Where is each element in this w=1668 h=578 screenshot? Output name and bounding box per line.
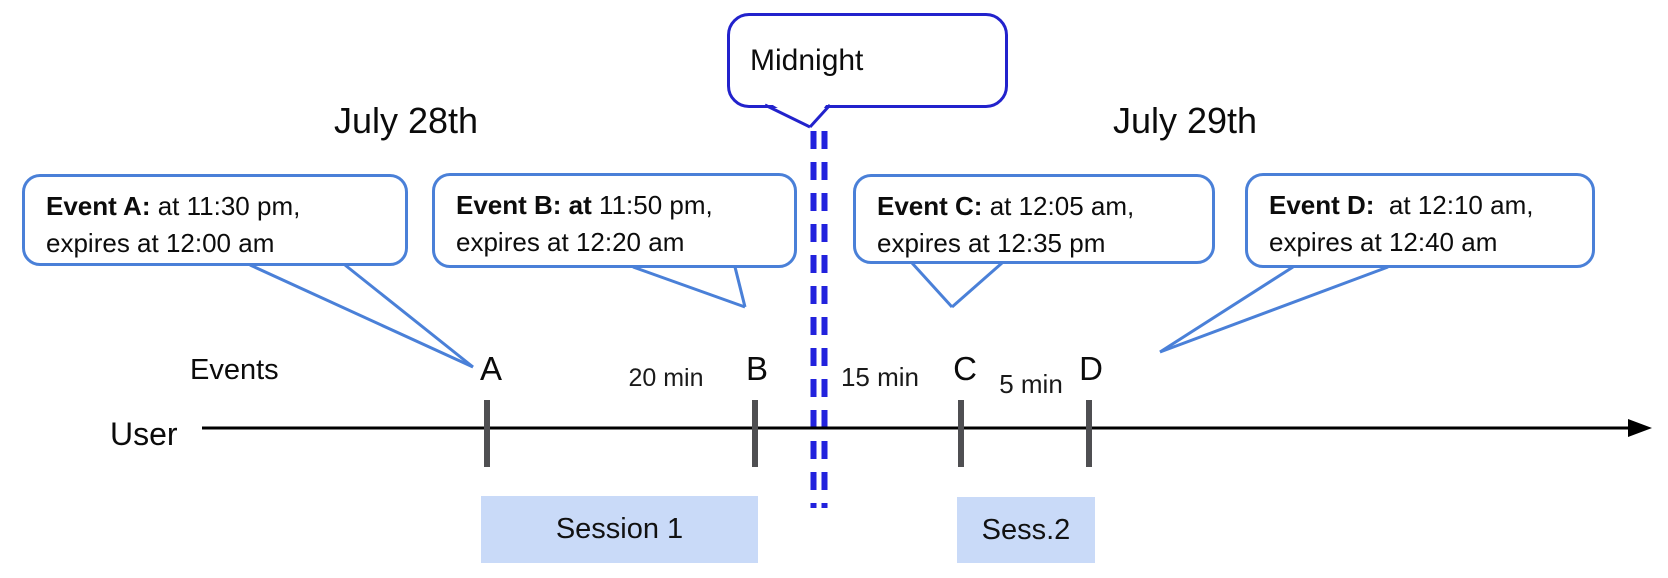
midnight-label: Midnight — [750, 43, 864, 77]
event-b-tail-right — [733, 266, 747, 308]
midnight-callout: Midnight — [727, 13, 1008, 108]
event-d-title: Event D: — [1269, 190, 1375, 220]
midnight-tail-left-edge — [764, 103, 811, 129]
midnight-tail-right-edge — [808, 103, 832, 129]
event-d-tail-right — [1159, 265, 1389, 354]
event-c-line2: expires at 12:35 pm — [877, 228, 1106, 258]
event-c-tail-left — [910, 261, 954, 309]
session-1-label: Session 1 — [555, 513, 684, 545]
timeline-arrowhead — [1628, 419, 1652, 437]
interval-15min: 15 min — [840, 362, 920, 392]
tick-label-a: A — [479, 350, 503, 387]
event-a-time: at 11:30 pm, — [150, 191, 301, 221]
tick-label-d: D — [1079, 350, 1103, 387]
event-d-callout: Event D: at 12:10 am, expires at 12:40 a… — [1245, 173, 1595, 268]
event-b-title: Event B: at — [456, 190, 592, 220]
events-axis-label: Events — [190, 354, 279, 386]
event-d-tail-left — [1159, 265, 1294, 354]
event-d-line1: Event D: at 12:10 am, — [1269, 187, 1592, 224]
event-c-time: at 12:05 am, — [982, 191, 1135, 221]
event-c-line1: Event C: at 12:05 am, — [877, 188, 1212, 225]
session-1-box: Session 1 — [481, 496, 758, 563]
event-a-tail-left — [249, 263, 474, 369]
date-july-28: July 28th — [333, 100, 479, 141]
event-c-tail-right — [951, 261, 1003, 309]
interval-5min: 5 min — [999, 369, 1063, 399]
event-d-line2: expires at 12:40 am — [1269, 227, 1498, 257]
session-2-label: Sess.2 — [981, 513, 1071, 546]
event-a-line2: expires at 12:00 am — [46, 228, 275, 258]
event-c-callout: Event C: at 12:05 am, expires at 12:35 p… — [853, 174, 1215, 264]
date-july-29: July 29th — [1112, 100, 1258, 141]
tick-label-c: C — [953, 350, 977, 387]
event-c-title: Event C: — [877, 191, 983, 221]
event-a-tail-right — [344, 263, 474, 369]
tick-label-b: B — [745, 350, 769, 387]
event-b-tail-left — [632, 265, 746, 309]
event-a-title: Event A: — [46, 191, 151, 221]
event-b-line1: Event B: at 11:50 pm, — [456, 187, 794, 224]
event-b-time: 11:50 pm, — [591, 190, 713, 220]
event-a-line1: Event A: at 11:30 pm, — [46, 188, 405, 225]
interval-20min: 20 min — [628, 364, 704, 392]
session-2-box: Sess.2 — [957, 497, 1095, 563]
event-d-time: at 12:10 am, — [1374, 190, 1534, 220]
event-b-callout: Event B: at 11:50 pm, expires at 12:20 a… — [432, 173, 797, 268]
event-b-line2: expires at 12:20 am — [456, 227, 685, 257]
user-axis-label: User — [110, 416, 178, 452]
event-a-callout: Event A: at 11:30 pm, expires at 12:00 a… — [22, 174, 408, 266]
